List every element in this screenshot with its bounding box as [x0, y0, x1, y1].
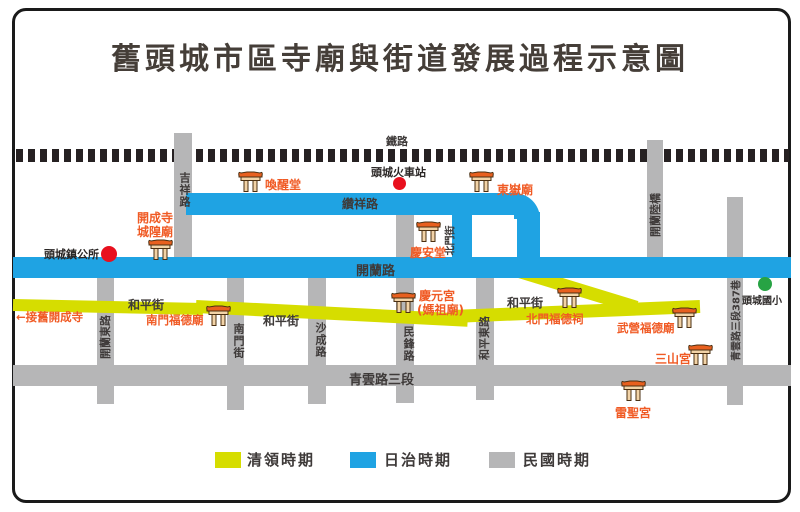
temple-label-kaichengsi-line2: 城隍廟 — [137, 225, 174, 239]
temple-gate-icon — [687, 341, 714, 366]
road-label-minfeng: 民鋒路 — [402, 326, 415, 362]
school-dot — [758, 277, 772, 291]
road-label-kailan-overpass: 開蘭陸橋 — [649, 193, 662, 237]
train-station-dot — [393, 177, 406, 190]
label-town-hall: 頭城鎮公所 — [44, 248, 99, 261]
road-zuanxiang — [186, 193, 520, 215]
temple-label-nanmen-fude: 南門福德廟 — [146, 313, 204, 327]
road-label-jixiang: 吉祥路 — [178, 172, 191, 208]
road-label-heping-east-road: 和平東路 — [478, 316, 491, 360]
road-beimen-street — [452, 200, 472, 260]
temple-gate-icon — [205, 302, 232, 327]
road-qingyun-lane-387 — [727, 197, 743, 405]
road-jixiang — [174, 133, 192, 258]
road-label-qingyun-sec3: 青雲路三段 — [349, 373, 415, 388]
label-elementary-school: 頭城國小 — [742, 296, 782, 307]
temple-label-qingyuangong-line2: (媽祖廟) — [417, 303, 464, 317]
road-label-zuanxiang: 纘祥路 — [342, 197, 379, 211]
label-train-station: 頭城火車站 — [371, 166, 426, 179]
road-label-kailan-east: 開蘭東路 — [99, 315, 112, 359]
temple-label-qingantang: 慶安堂 — [410, 246, 447, 260]
temple-gate-icon — [147, 236, 174, 261]
temple-gate-icon — [390, 289, 417, 314]
legend-label-japanese: 日治時期 — [384, 451, 453, 469]
road-label-qingyun-lane-387: 青雲路三段387巷 — [731, 280, 743, 361]
road-label-heping-east: 和平街 — [507, 296, 544, 310]
road-label-kailan: 開蘭路 — [356, 264, 396, 279]
temple-gate-icon — [237, 168, 264, 193]
road-kailan — [13, 257, 791, 278]
legend-label-qing: 清領時期 — [247, 451, 316, 469]
map-border — [12, 8, 791, 503]
legend-swatch-qing — [215, 452, 241, 468]
temple-label-dongyuemiao: 東嶽廟 — [497, 183, 534, 197]
town-hall-dot — [101, 246, 117, 262]
temple-label-leishenggong: 雷聖宮 — [615, 406, 652, 420]
temple-label-beimen-fude: 北門福德祠 — [526, 312, 584, 326]
temple-gate-icon — [415, 218, 442, 243]
temple-label-qingyuangong-line1: 慶元宮 — [419, 289, 456, 303]
legend-label-roc: 民國時期 — [523, 451, 592, 469]
temple-label-sanshangong: 三山宮 — [655, 352, 692, 366]
railway-track — [16, 149, 789, 162]
legend-swatch-roc — [489, 452, 515, 468]
temple-gate-icon — [671, 304, 698, 329]
temple-label-wuying-fude: 武營福德廟 — [617, 321, 675, 335]
map-title: 舊頭城市區寺廟與街道發展過程示意圖 — [111, 42, 689, 77]
road-label-heping-west: 和平街 — [128, 298, 165, 312]
temple-label-huanxingtang: 喚醒堂 — [265, 178, 302, 192]
temple-gate-icon — [620, 377, 647, 402]
road-kailan-overpass — [647, 140, 663, 262]
note-old-kaicheng-temple: ←接舊開成寺 — [16, 310, 84, 324]
road-qingyun-sec3 — [13, 365, 791, 386]
temple-gate-icon — [468, 168, 495, 193]
road-label-nanmen-street: 南門街 — [232, 323, 245, 359]
temple-gate-icon — [556, 284, 583, 309]
legend-swatch-japanese — [350, 452, 376, 468]
railway-label: 鐵路 — [386, 135, 408, 148]
road-label-heping-mid: 和平街 — [263, 314, 300, 328]
temple-label-kaichengsi-line1: 開成寺 — [137, 211, 174, 225]
road-label-shacheng: 沙成路 — [314, 322, 327, 358]
